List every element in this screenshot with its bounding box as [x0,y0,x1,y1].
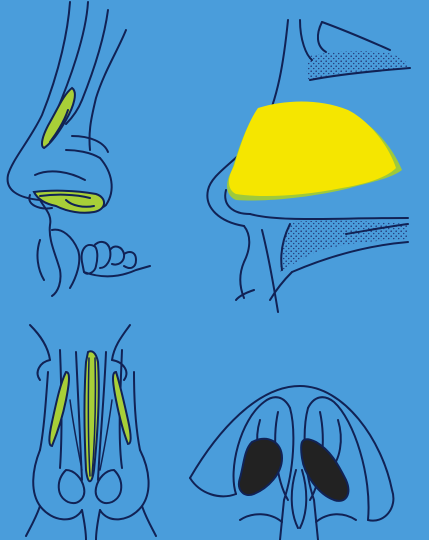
illustration-svg [0,0,429,540]
background [0,0,429,540]
nose-anatomy-illustration [0,0,429,540]
